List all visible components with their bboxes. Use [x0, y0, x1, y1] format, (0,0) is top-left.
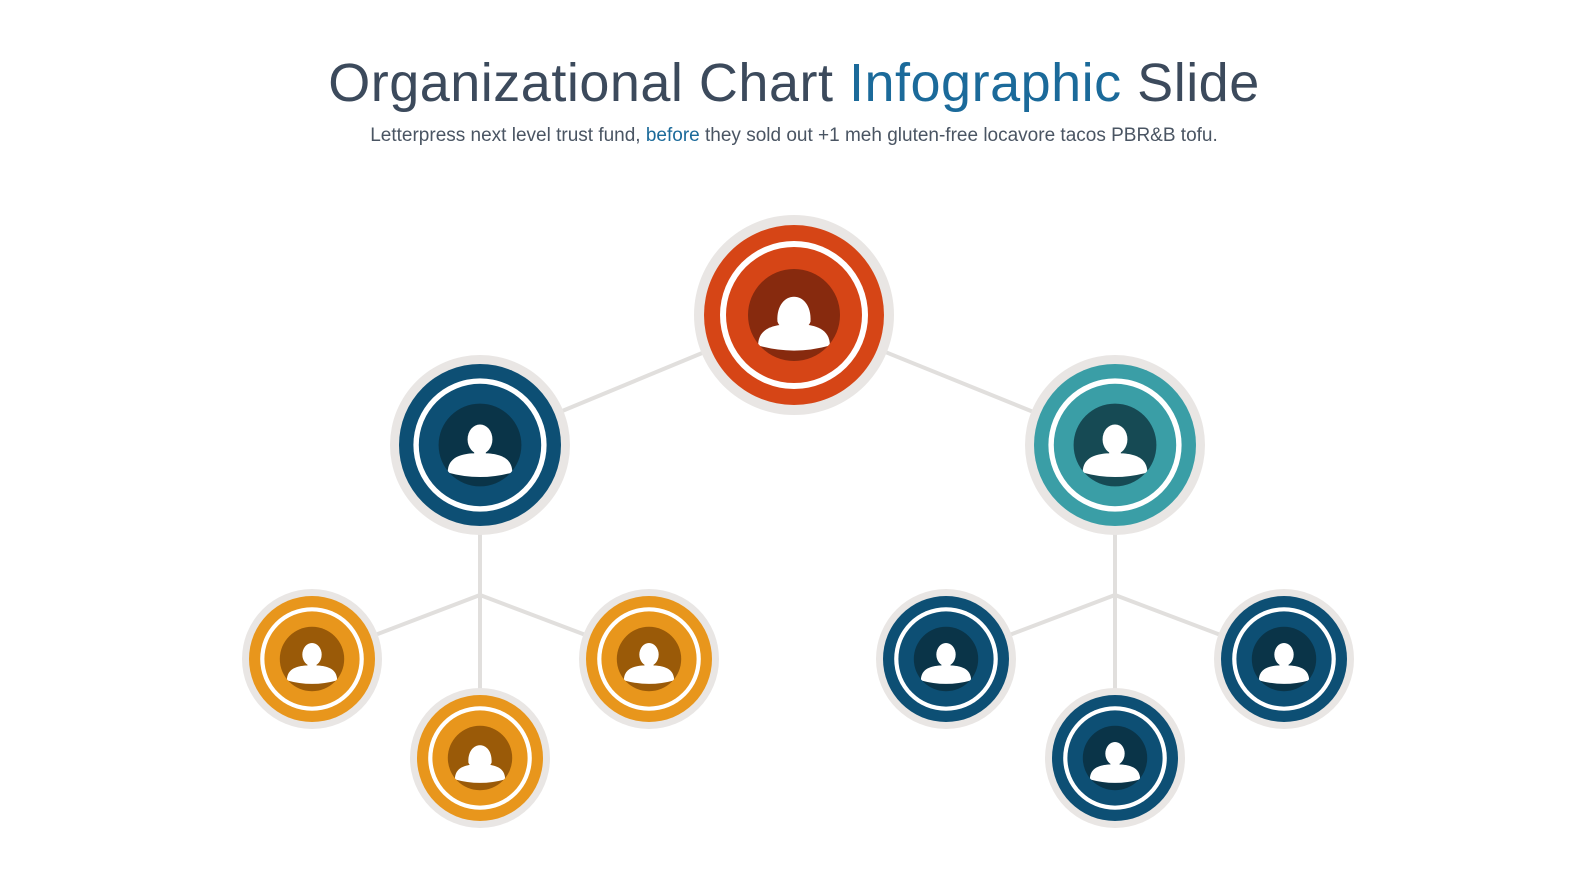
subtitle-highlight: before: [645, 125, 700, 146]
org-node-manager-left: [390, 355, 570, 535]
avatar: [758, 296, 830, 351]
org-nodes: [242, 215, 1354, 828]
male-person-icon: [623, 643, 675, 684]
avatar: [1082, 424, 1148, 478]
org-node-staff-right-1: [876, 589, 1016, 729]
male-person-icon: [1089, 742, 1141, 783]
org-node-staff-left-2: [410, 688, 550, 828]
title-part-2: Slide: [1121, 53, 1260, 113]
avatar: [1089, 742, 1141, 783]
subtitle-part-2: they sold out +1 meh gluten-free locavor…: [699, 125, 1218, 146]
male-person-icon: [1258, 643, 1310, 684]
org-node-staff-right-2: [1045, 688, 1185, 828]
male-person-icon: [447, 424, 513, 478]
org-node-manager-right: [1025, 355, 1205, 535]
male-person-icon: [286, 643, 338, 684]
title-highlight: Infographic: [848, 53, 1122, 113]
org-node-staff-left-1: [242, 589, 382, 729]
subtitle-part-1: Letterpress next level trust fund,: [370, 125, 646, 146]
avatar: [920, 643, 972, 684]
org-node-ceo: [694, 215, 894, 415]
female-person-icon: [454, 745, 506, 783]
avatar: [286, 643, 338, 684]
female-person-icon: [758, 296, 830, 351]
avatar: [454, 745, 506, 783]
avatar: [447, 424, 513, 478]
title-part-1: Organizational Chart: [328, 53, 849, 113]
org-node-staff-right-3: [1214, 589, 1354, 729]
male-person-icon: [1082, 424, 1148, 478]
avatar: [1258, 643, 1310, 684]
male-person-icon: [920, 643, 972, 684]
avatar: [623, 643, 675, 684]
page-subtitle: Letterpress next level trust fund, befor…: [0, 125, 1588, 147]
org-node-staff-left-3: [579, 589, 719, 729]
page-title: Organizational Chart Infographic Slide: [0, 52, 1588, 114]
